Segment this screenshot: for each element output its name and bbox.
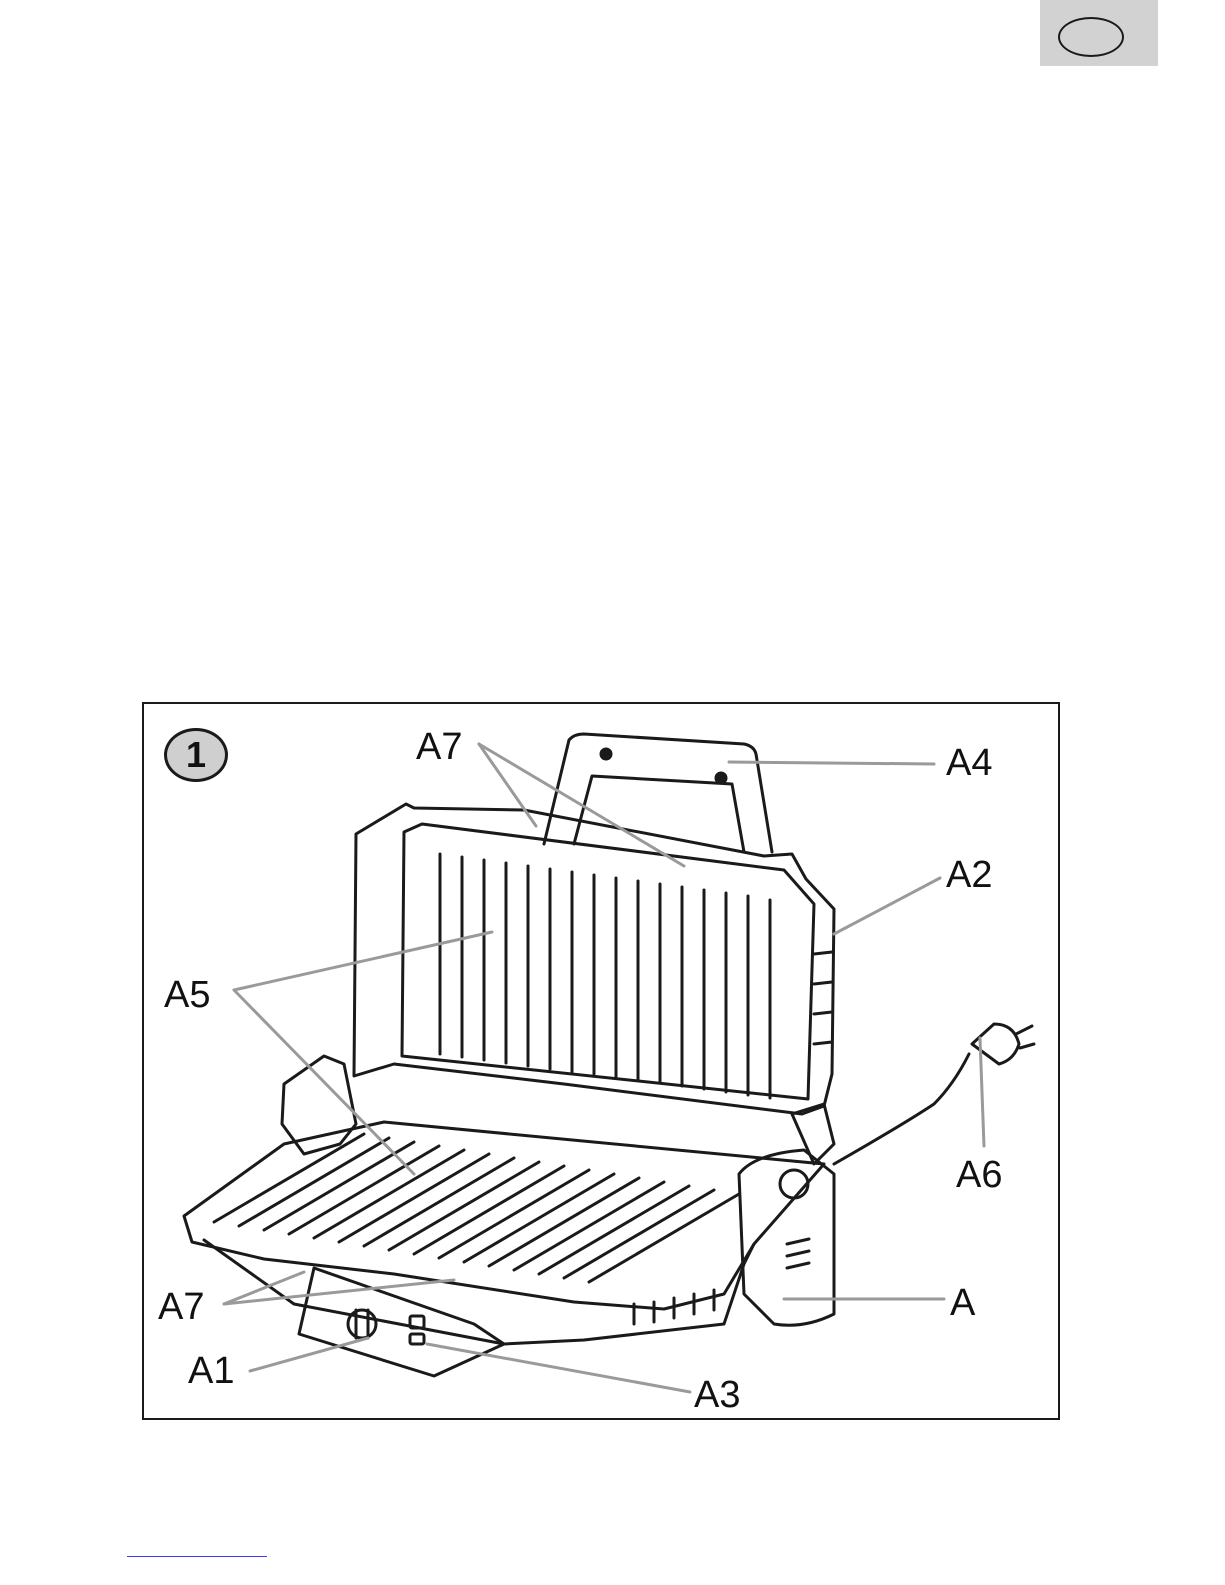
label-a: A [950, 1284, 975, 1322]
callout-leader-lines [224, 744, 984, 1392]
footer-link-rule [127, 1556, 267, 1557]
contact-grill-illustration [144, 704, 1062, 1422]
thermostat-knob [348, 1310, 376, 1338]
language-oval-badge [1058, 17, 1124, 57]
language-tab [1040, 0, 1158, 66]
label-a7-top: A7 [416, 728, 462, 766]
right-hinge [792, 1104, 834, 1164]
upper-grill-ribs [440, 854, 770, 1098]
label-a2: A2 [946, 856, 992, 894]
label-a4: A4 [946, 744, 992, 782]
figure-1-frame: 1 [142, 702, 1060, 1420]
label-a1: A1 [188, 1352, 234, 1390]
label-a6: A6 [956, 1156, 1002, 1194]
label-a5: A5 [164, 976, 210, 1014]
lower-grill-ribs [214, 1134, 739, 1282]
label-a3: A3 [694, 1376, 740, 1414]
label-a7-bottom: A7 [158, 1288, 204, 1326]
power-cord [834, 1054, 969, 1164]
